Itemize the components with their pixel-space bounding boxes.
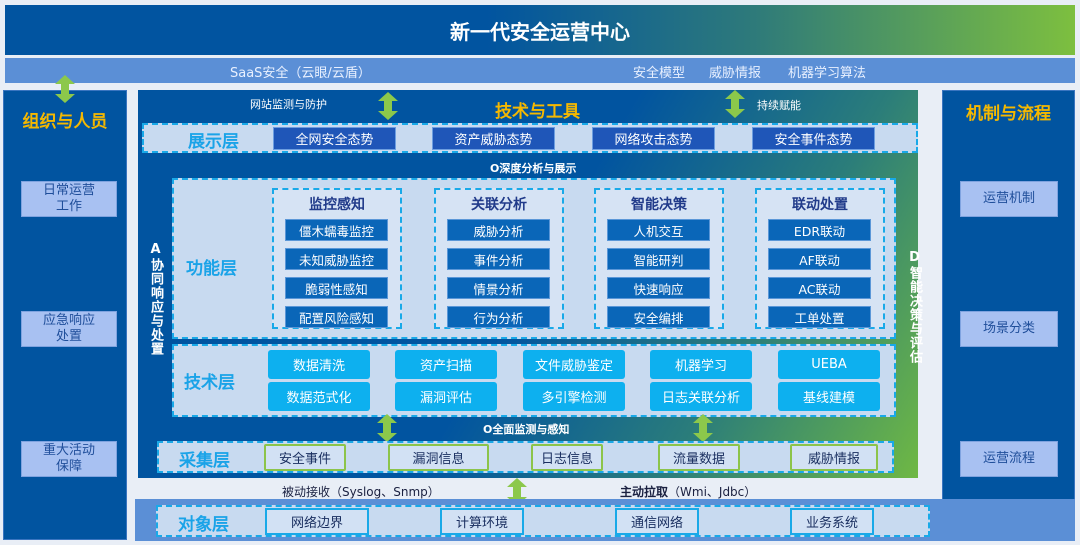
tech-item[interactable]: UEBA	[778, 350, 880, 379]
saas-item: 威胁情报	[709, 66, 762, 81]
function-item[interactable]: 威胁分析	[447, 219, 550, 241]
function-item[interactable]: 未知威胁监控	[285, 248, 388, 270]
display-item[interactable]: 安全事件态势	[752, 127, 875, 150]
left-panel-item[interactable]: 日常运营工作	[21, 181, 117, 217]
tech-layer: 技术层 数据清洗资产扫描文件威胁鉴定机器学习 UEBA 数据范式化漏洞评估多引擎检测…	[172, 344, 896, 417]
tech-layer-label: 技术层	[184, 373, 235, 393]
display-item[interactable]: 网络攻击态势	[592, 127, 715, 150]
saas-item: 机器学习算法	[788, 66, 867, 81]
collect-layer: 采集层 安全事件 漏洞信息 日志信息 流量数据 威胁情报	[157, 441, 894, 473]
full-monitor-label: O全面监测与感知	[483, 423, 570, 436]
object-layer-label: 对象层	[178, 515, 229, 535]
function-item[interactable]: 智能研判	[607, 248, 710, 270]
display-layer: 展示层 全网安全态势 资产威胁态势 网络攻击态势 安全事件态势	[142, 123, 918, 153]
active-label-rest: （Wmi、Jdbc）	[668, 485, 757, 499]
tech-item[interactable]: 数据清洗	[268, 350, 370, 379]
collect-item[interactable]: 流量数据	[658, 444, 740, 471]
function-item[interactable]: AC联动	[768, 277, 871, 299]
function-item[interactable]: EDR联动	[768, 219, 871, 241]
display-item[interactable]: 全网安全态势	[273, 127, 396, 150]
display-layer-label: 展示层	[188, 132, 239, 152]
deep-analysis-label: O深度分析与展示	[490, 162, 577, 175]
function-group: 监控感知僵木蠕毒监控未知威胁监控脆弱性感知配置风险感知	[272, 188, 402, 329]
function-item[interactable]: 情景分析	[447, 277, 550, 299]
tech-item[interactable]: 基线建模	[778, 382, 880, 411]
saas-label: SaaS安全（云眼/云盾）	[230, 66, 371, 81]
right-panel-item[interactable]: 运营流程	[960, 441, 1058, 477]
function-item[interactable]: 配置风险感知	[285, 306, 388, 328]
function-item[interactable]: 脆弱性感知	[285, 277, 388, 299]
tech-item[interactable]: 资产扫描	[395, 350, 497, 379]
collect-item[interactable]: 漏洞信息	[388, 444, 489, 471]
tech-item[interactable]: 数据范式化	[268, 382, 370, 411]
tech-item[interactable]: 文件威胁鉴定	[523, 350, 625, 379]
right-panel-title: 机制与流程	[966, 104, 1051, 124]
left-panel-title: 组织与人员	[22, 112, 108, 132]
bidirectional-arrow-icon	[54, 75, 76, 103]
side-right-label: D智能决策与评估	[907, 250, 922, 364]
active-label: 主动拉取（Wmi、Jdbc）	[620, 483, 756, 500]
tech-item[interactable]: 多引擎检测	[523, 382, 625, 411]
object-item[interactable]: 网络边界	[265, 508, 369, 535]
active-label-bold: 主动拉取	[620, 485, 669, 499]
function-item[interactable]: AF联动	[768, 248, 871, 270]
tech-item[interactable]: 机器学习	[650, 350, 752, 379]
function-item[interactable]: 快速响应	[607, 277, 710, 299]
function-item[interactable]: 僵木蠕毒监控	[285, 219, 388, 241]
display-item[interactable]: 资产威胁态势	[432, 127, 555, 150]
left-panel-item[interactable]: 应急响应处置	[21, 311, 117, 347]
tech-item[interactable]: 日志关联分析	[650, 382, 752, 411]
function-group: 联动处置 EDR联动 AF联动 AC联动工单处置	[755, 188, 885, 329]
function-group: 智能决策人机交互智能研判快速响应安全编排	[594, 188, 724, 329]
right-panel: 机制与流程 运营机制 场景分类 运营流程	[942, 90, 1075, 540]
function-group-title: 智能决策	[631, 197, 687, 213]
function-group-title: 监控感知	[309, 197, 365, 213]
middle-title: 技术与工具	[495, 102, 580, 122]
object-layer: 对象层 网络边界 计算环境 通信网络 业务系统	[156, 505, 930, 537]
right-panel-item[interactable]: 运营机制	[960, 181, 1058, 217]
object-item[interactable]: 通信网络	[615, 508, 699, 535]
function-item[interactable]: 事件分析	[447, 248, 550, 270]
object-item[interactable]: 业务系统	[790, 508, 874, 535]
bidirectional-arrow-icon	[724, 90, 746, 118]
function-item[interactable]: 人机交互	[607, 219, 710, 241]
bidirectional-arrow-icon	[692, 414, 714, 442]
function-layer: 功能层 监控感知僵木蠕毒监控未知威胁监控脆弱性感知配置风险感知关联分析威胁分析事…	[172, 178, 896, 339]
left-panel-item[interactable]: 重大活动保障	[21, 441, 117, 477]
collect-layer-label: 采集层	[179, 451, 230, 471]
function-item[interactable]: 行为分析	[447, 306, 550, 328]
tech-item[interactable]: 漏洞评估	[395, 382, 497, 411]
function-layer-label: 功能层	[186, 259, 237, 279]
object-item[interactable]: 计算环境	[440, 508, 524, 535]
function-group-title: 联动处置	[792, 197, 848, 213]
collect-item[interactable]: 威胁情报	[790, 444, 878, 471]
bidirectional-arrow-icon	[376, 414, 398, 442]
main-title: 新一代安全运营中心	[5, 5, 1075, 55]
saas-bar: SaaS安全（云眼/云盾） 安全模型 威胁情报 机器学习算法	[5, 58, 1075, 83]
top-left-label: 网站监测与防护	[250, 98, 327, 111]
function-group-title: 关联分析	[471, 197, 527, 213]
left-panel: 组织与人员 日常运营工作 应急响应处置 重大活动保障	[3, 90, 127, 540]
function-item[interactable]: 工单处置	[768, 306, 871, 328]
right-panel-item[interactable]: 场景分类	[960, 311, 1058, 347]
bidirectional-arrow-icon	[377, 92, 399, 120]
collect-item[interactable]: 日志信息	[531, 444, 603, 471]
saas-item: 安全模型	[633, 66, 686, 81]
collect-item[interactable]: 安全事件	[264, 444, 346, 471]
function-group: 关联分析威胁分析事件分析情景分析行为分析	[434, 188, 564, 329]
passive-label: 被动接收（Syslog、Snmp）	[282, 485, 440, 499]
side-left-label: A协同响应与处置	[148, 242, 163, 356]
top-right-label: 持续赋能	[757, 99, 801, 112]
function-item[interactable]: 安全编排	[607, 306, 710, 328]
